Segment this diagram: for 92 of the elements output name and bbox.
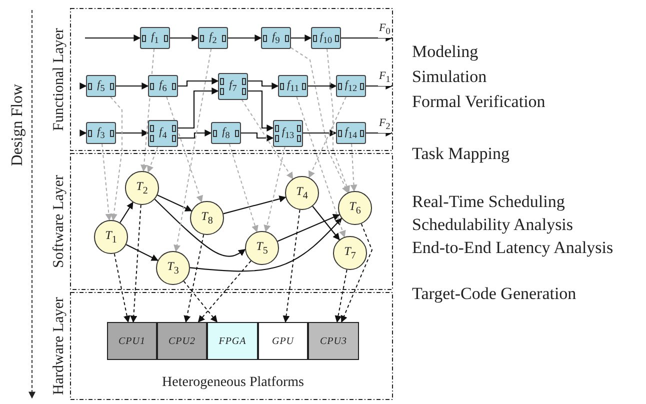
platform-block: GPU <box>258 322 308 360</box>
arrow <box>277 214 340 242</box>
design-step: Target-Code Generation <box>412 284 576 304</box>
design-step: Task Mapping <box>412 144 510 164</box>
layer-heading: Hardware Layer <box>50 296 68 397</box>
arrow <box>308 82 337 90</box>
arrow <box>366 82 393 90</box>
arrow <box>366 130 393 136</box>
platform-caption: Heterogeneous Platforms <box>161 374 305 392</box>
arrow <box>241 99 294 180</box>
arrow <box>178 130 212 139</box>
function-block: f$_{8}$ <box>211 122 241 144</box>
arrow <box>308 96 346 178</box>
arrow <box>116 82 149 90</box>
arrow <box>340 223 373 323</box>
arrow <box>290 47 348 194</box>
task-circle: T$_{1}$ <box>94 220 128 254</box>
arrow <box>282 209 300 323</box>
design-step: Modeling <box>412 42 478 62</box>
arrow <box>140 48 155 172</box>
arrow <box>228 34 262 42</box>
arrow <box>110 96 122 221</box>
task-circle: T$_{3}$ <box>156 251 190 285</box>
arrow <box>248 90 274 132</box>
arrow <box>264 146 286 232</box>
edge-label: F$_{1}$ <box>378 70 392 86</box>
arrow <box>174 48 212 252</box>
arrow <box>184 234 204 323</box>
function-block: f$_{4}$ <box>148 120 178 146</box>
arrow <box>296 96 346 238</box>
arrow <box>114 253 130 323</box>
arrow <box>326 48 350 193</box>
platform-block: FPGA <box>207 322 258 360</box>
design-step: Formal Verification <box>412 92 546 112</box>
arrow <box>228 144 258 232</box>
arrow <box>334 269 348 323</box>
function-block: f$_{1}$ <box>140 27 170 49</box>
axis-label: Design Flow <box>8 82 27 168</box>
arrow <box>157 194 192 212</box>
arrow <box>80 130 87 136</box>
arrow <box>147 146 158 173</box>
task-circle: T$_{5}$ <box>245 231 279 265</box>
arrow <box>116 130 149 136</box>
edge-label: F$_{2}$ <box>378 117 392 134</box>
function-block: f$_{3}$ <box>86 122 116 144</box>
task-circle: T$_{7}$ <box>333 236 367 270</box>
arrow <box>166 96 203 203</box>
arrow <box>178 88 219 129</box>
platform-block: CPU3 <box>308 322 359 360</box>
function-block: f$_{9}$ <box>261 27 291 49</box>
arrow <box>120 202 134 223</box>
arrow <box>154 198 246 257</box>
function-block: f$_{11}$ <box>278 75 308 97</box>
task-circle: T$_{4}$ <box>285 176 319 210</box>
function-block: f$_{2}$ <box>198 27 228 49</box>
layer-heading: Software Layer <box>50 174 68 270</box>
arrow <box>130 204 142 323</box>
arrow <box>350 144 358 192</box>
arrow <box>126 244 158 261</box>
arrow <box>183 280 218 323</box>
function-block: f$_{6}$ <box>148 75 178 97</box>
arrow <box>102 144 112 221</box>
task-circle: T$_{6}$ <box>338 191 372 225</box>
function-block: f$_{14}$ <box>336 122 366 144</box>
arrow <box>241 132 274 142</box>
design-step: End-to-End Latency Analysis <box>412 238 614 258</box>
arrow <box>170 34 199 42</box>
arrow <box>312 206 340 240</box>
arrow <box>80 82 87 90</box>
arrow <box>291 34 312 42</box>
design-step: Real-Time Scheduling <box>412 192 565 212</box>
function-block: f$_{5}$ <box>86 75 116 97</box>
arrow <box>248 80 279 90</box>
task-circle: T$_{2}$ <box>125 171 159 205</box>
platform-block: CPU2 <box>157 322 207 360</box>
platform-block: CPU1 <box>107 322 157 360</box>
design-step: Simulation <box>412 67 487 87</box>
arrow <box>223 196 286 214</box>
arrow <box>303 130 337 136</box>
arrow <box>85 34 141 42</box>
function-block: f$_{12}$ <box>336 75 366 97</box>
task-circle: T$_{8}$ <box>190 201 224 235</box>
arrow <box>190 218 342 272</box>
function-block: f$_{7}$ <box>218 72 248 100</box>
design-step: Schedulability Analysis <box>412 215 574 235</box>
edge-label: F$_{0}$ <box>378 22 392 38</box>
function-block: f$_{13}$ <box>273 120 303 146</box>
arrow <box>178 78 219 87</box>
arrow <box>198 260 252 323</box>
function-block: f$_{10}$ <box>311 27 341 49</box>
arrow <box>341 34 393 42</box>
layer-heading: Functional Layer <box>50 27 68 133</box>
